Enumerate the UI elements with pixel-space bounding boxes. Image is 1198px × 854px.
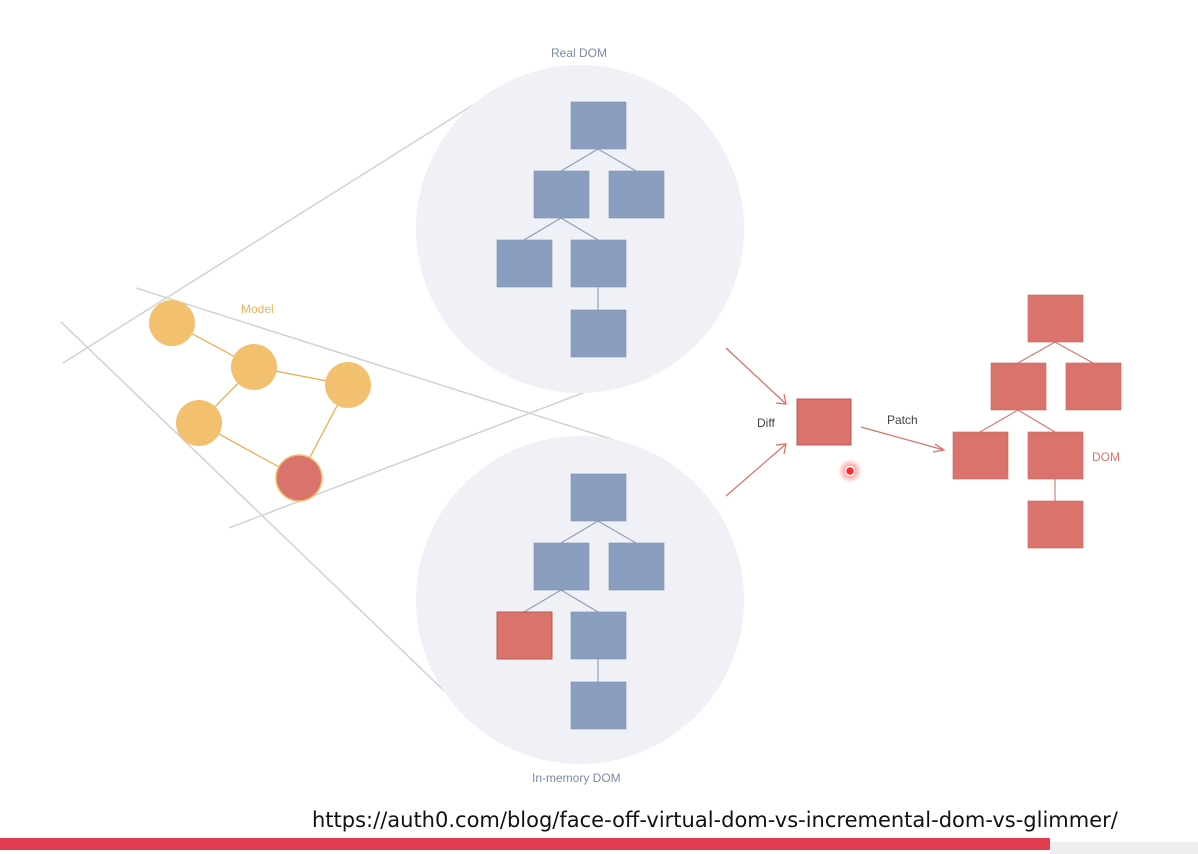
tree-edge <box>597 148 637 172</box>
tree-edge <box>979 409 1019 433</box>
patch-label: Patch <box>887 413 918 427</box>
guide-line <box>135 287 615 441</box>
tree-edge <box>560 217 599 241</box>
real-dom-connectors <box>523 148 637 310</box>
model-node <box>325 362 371 408</box>
arrowhead <box>932 443 946 453</box>
in-memory-dom-connectors <box>523 520 637 682</box>
changed-tree-node <box>496 611 553 660</box>
changed-model-node <box>275 454 323 502</box>
tree-node <box>1027 500 1084 549</box>
tree-edge <box>560 148 599 172</box>
arrowhead <box>775 393 787 405</box>
guide-line <box>60 321 491 736</box>
arrow-from-in-memory-dom <box>725 443 787 497</box>
tree-node <box>1027 294 1084 343</box>
patched-dom-tree <box>952 294 1122 549</box>
guide-line <box>228 380 615 529</box>
guide-lines <box>60 89 615 736</box>
footer-accent-bar <box>0 838 1050 850</box>
diff-node <box>796 398 852 446</box>
real-dom-tree <box>496 101 665 358</box>
tree-node <box>533 542 590 591</box>
diff-arrows <box>725 347 787 497</box>
patched-dom-connectors <box>979 341 1094 501</box>
in-memory-dom-tree <box>496 473 665 730</box>
patch-arrow <box>860 426 946 453</box>
tree-node <box>952 431 1009 480</box>
tree-edge <box>1017 341 1056 364</box>
tree-node <box>990 362 1047 411</box>
model-node <box>149 300 195 346</box>
tree-edge <box>560 589 599 613</box>
tree-edge <box>560 520 599 544</box>
arrow-from-real-dom <box>725 347 787 405</box>
dom-label: DOM <box>1092 450 1120 464</box>
tree-node <box>570 611 627 660</box>
real-dom-title: Real DOM <box>551 46 608 60</box>
tree-edge <box>523 217 562 241</box>
tree-edge <box>1017 409 1056 433</box>
model-graph <box>149 300 371 502</box>
diff-label: Diff <box>757 416 775 430</box>
tree-edge <box>597 520 637 544</box>
model-label: Model <box>241 302 274 316</box>
footer-bar-end <box>1050 842 1198 854</box>
tree-node <box>570 681 627 730</box>
tree-node <box>533 170 590 219</box>
tree-node <box>1027 431 1084 480</box>
tree-node <box>608 170 665 219</box>
tree-node <box>496 239 553 288</box>
tree-node <box>570 309 627 358</box>
source-url: https://auth0.com/blog/face-off-virtual-… <box>312 808 1118 832</box>
tree-node <box>570 239 627 288</box>
model-node <box>176 400 222 446</box>
in-memory-dom-circle <box>416 436 744 764</box>
tree-edge <box>1054 341 1094 364</box>
tree-node <box>570 473 627 522</box>
tree-edge <box>523 589 562 613</box>
in-memory-dom-title: In-memory DOM <box>532 771 621 785</box>
tree-node <box>608 542 665 591</box>
tree-node <box>570 101 627 150</box>
arrowhead <box>775 443 787 455</box>
tree-node <box>1065 362 1122 411</box>
guide-line <box>62 89 498 364</box>
cursor-indicator <box>838 459 862 483</box>
model-node <box>231 344 277 390</box>
